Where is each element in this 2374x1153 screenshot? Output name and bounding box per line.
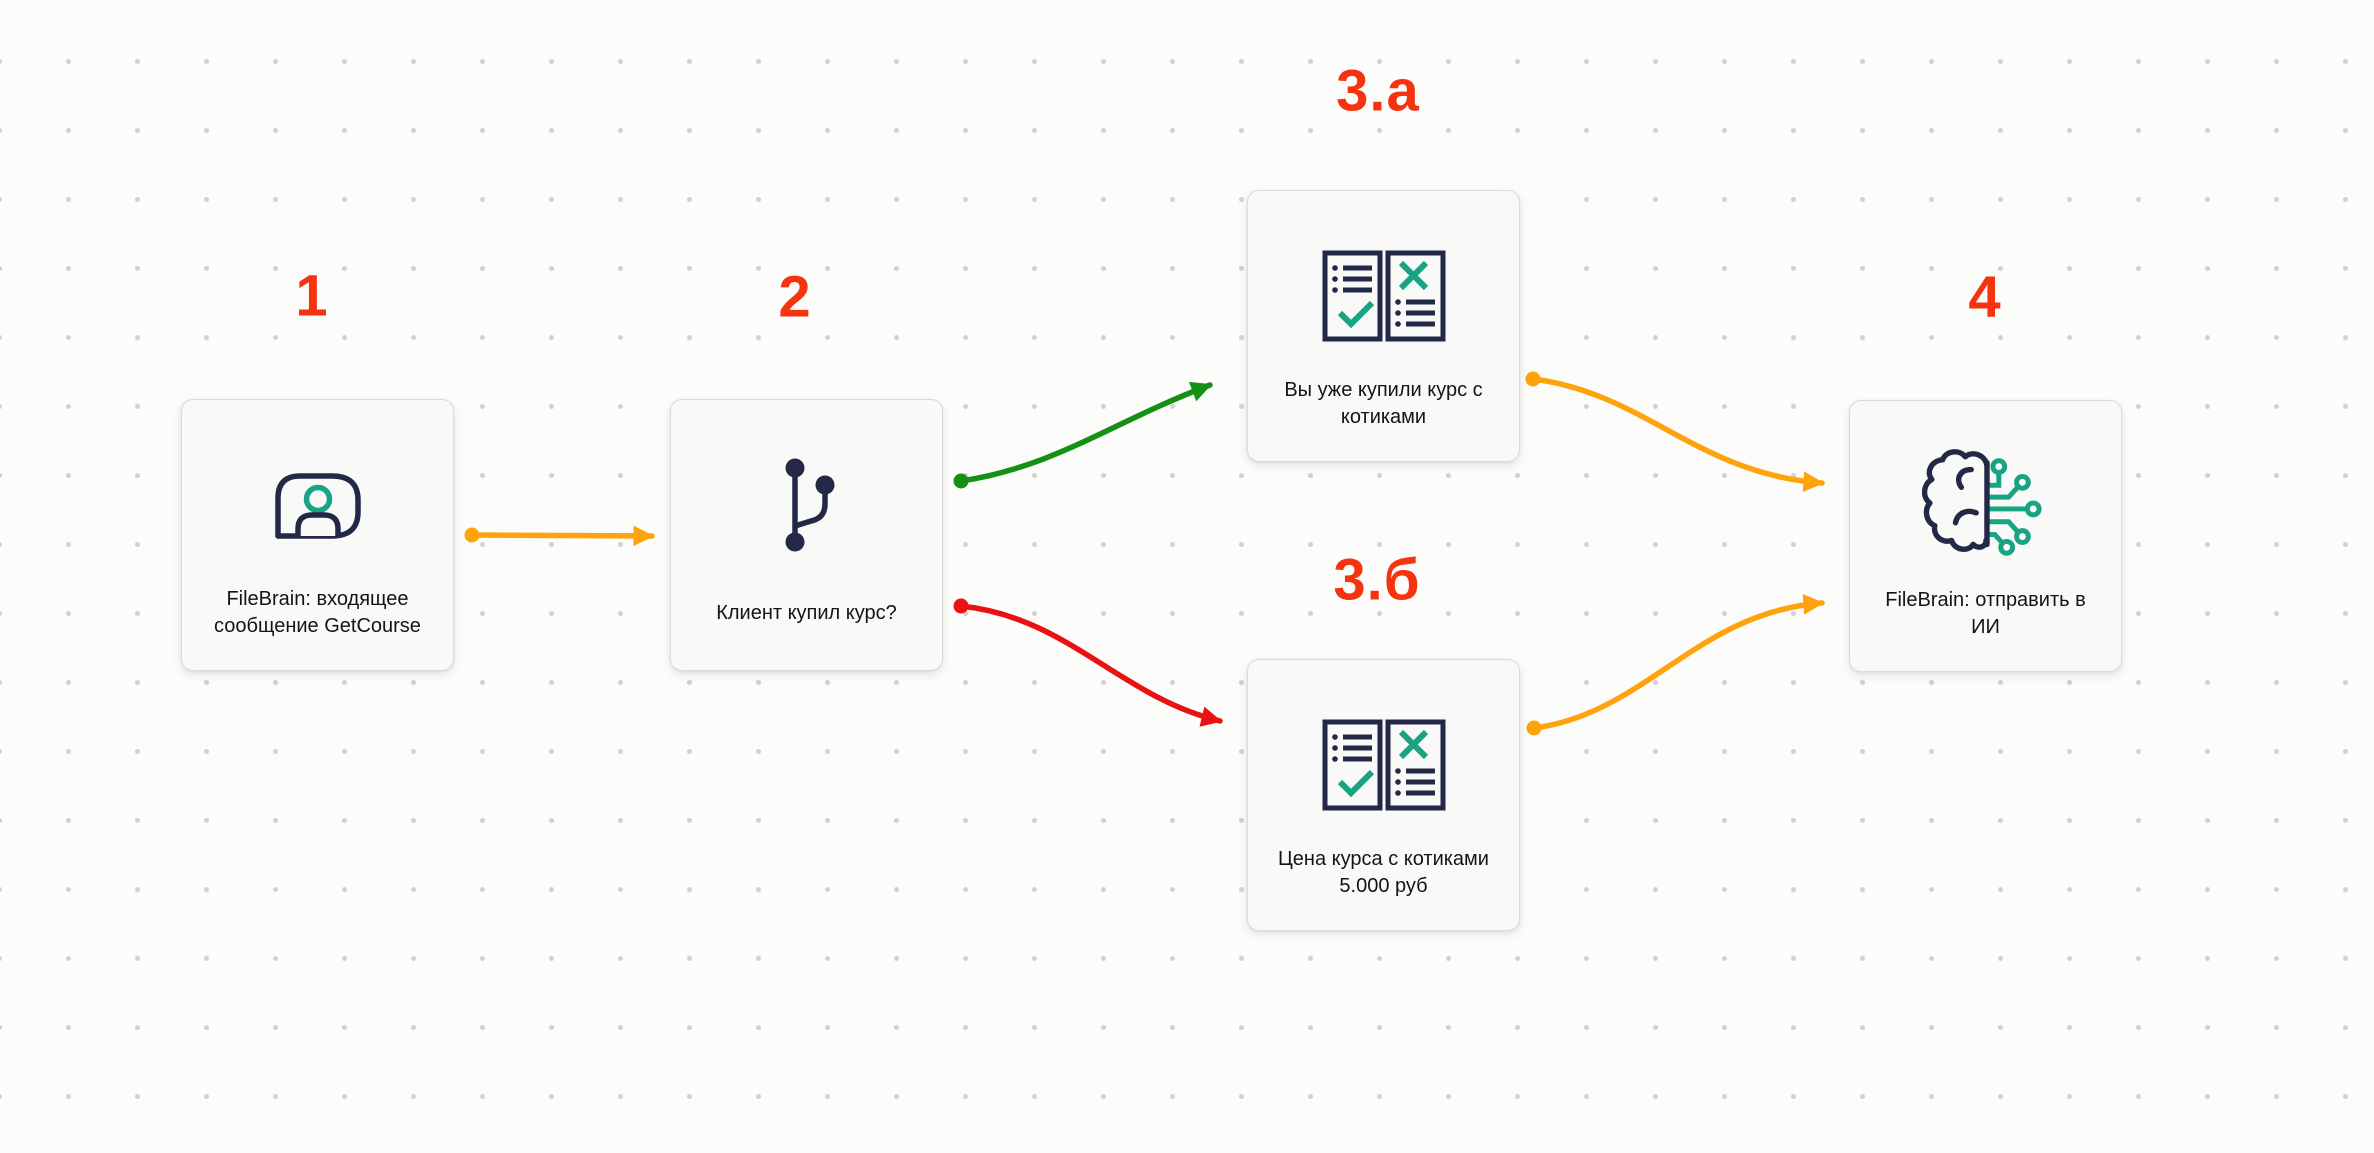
edge-3b-to-4[interactable] <box>1531 594 1825 731</box>
chat-user-icon <box>266 446 370 564</box>
flow-node-incoming-message[interactable]: FileBrain: входящее сообщение GetCourse <box>181 399 454 671</box>
step-label-1: 1 <box>295 263 329 329</box>
output-port-node2-no[interactable] <box>953 598 969 614</box>
step-label-4: 4 <box>1968 264 2002 330</box>
node-title: FileBrain: отправить в ИИ <box>1885 589 2086 638</box>
node-title: Вы уже купили курс с котиками <box>1284 379 1483 428</box>
edge-2-to-3b-no[interactable] <box>958 603 1223 727</box>
flow-node-send-to-ai[interactable]: FileBrain: отправить в ИИ <box>1849 400 2122 672</box>
ai-brain-icon <box>1921 447 2050 565</box>
node-title: Цена курса с котиками 5.000 руб <box>1278 848 1489 897</box>
step-label-2: 2 <box>778 264 812 330</box>
step-label-3b: 3.б <box>1333 547 1421 613</box>
step-label-3a: 3.а <box>1336 58 1420 124</box>
flow-node-already-bought[interactable]: Вы уже купили курс с котиками <box>1247 190 1520 462</box>
edge-1-to-2[interactable] <box>469 525 655 547</box>
output-port-node2-yes[interactable] <box>953 473 969 489</box>
edge-3a-to-4[interactable] <box>1530 376 1825 492</box>
checklist-icon <box>1322 706 1446 824</box>
node-title: Клиент купил курс? <box>716 601 897 624</box>
branch-icon <box>775 446 839 564</box>
flow-node-course-price[interactable]: Цена курса с котиками 5.000 руб <box>1247 659 1520 931</box>
output-port-node3b[interactable] <box>1526 720 1542 736</box>
flow-node-condition[interactable]: Клиент купил курс? <box>670 399 943 671</box>
node-title: FileBrain: входящее сообщение GetCourse <box>214 588 421 637</box>
edge-2-to-3a-yes[interactable] <box>958 381 1213 484</box>
checklist-icon <box>1322 237 1446 355</box>
output-port-node3a[interactable] <box>1525 371 1541 387</box>
output-port-node1[interactable] <box>464 527 480 543</box>
